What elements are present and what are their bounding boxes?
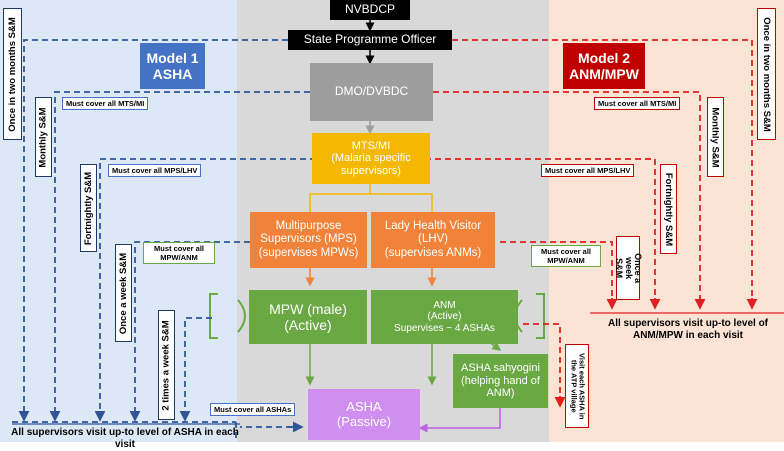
left-freq-fortnightly: Fortnightly S&M [80,164,97,252]
lhv-label-2: (LHV) [417,233,449,246]
right-freq-weekly-stack: Once a week S&M [614,252,644,284]
sahyogini-label-2: (helping hand of [461,374,540,387]
lhv-node: Lady Health Visitor (LHV) (supervises AN… [371,212,495,268]
asha-label-1: ASHA [346,398,382,414]
anm-label-3: Supervises ~ 4 ASHAs [394,322,495,334]
nvbdcp-node: NVBDCP [330,0,410,20]
mts-label-3: supervisors) [341,164,401,177]
left-note-mpw: Must cover all MPW/ANM [143,242,215,264]
asha-sahyogini-node: ASHA sahyogini (helping hand of ANM) [453,354,548,408]
left-note-asha: Must cover all ASHAs [210,403,296,416]
mpw-label-1: MPW (male) [269,300,347,317]
left-freq-two-months: Once in two months S&M [3,8,22,140]
right-freq-visit-asha: Visit each ASHA in the ATP village [565,344,589,428]
left-freq-twice-week-text: 2 times a week S&M [161,319,173,411]
left-freq-twice-week: 2 times a week S&M [158,310,175,420]
dmo-node: DMO/DVBDC [310,63,433,121]
asha-node: ASHA (Passive) [308,389,420,440]
left-footer-text: All supervisors visit up-to level of ASH… [11,427,239,450]
lhv-label-3: (supervises ANMs) [384,246,482,259]
right-freq-two-months: Once in two months S&M [757,8,776,140]
nvbdcp-label: NVBDCP [344,2,395,17]
right-footer: All supervisors visit up-to level of ANM… [592,318,784,342]
right-note-mpw-text-1: Must cover all [540,247,592,256]
mpw-node: MPW (male) (Active) [249,290,367,344]
mts-label-1: MTS/MI [351,139,391,152]
sahyogini-label-3: ANM) [486,387,515,400]
right-freq-weekly-text-2: week [623,256,634,280]
model2-label-2: ANM/MPW [569,66,639,82]
left-note-mps-text: Must cover all MPS/LHV [112,166,198,175]
left-freq-weekly: Once a week S&M [115,244,132,342]
right-note-mps: Must cover all MPS/LHV [541,164,635,177]
mps-label-3: (supervises MPWs) [258,246,359,259]
right-footer-text-2: ANM/MPW in each visit [632,330,743,341]
left-note-mps: Must cover all MPS/LHV [108,164,202,177]
left-footer: All supervisors visit up-to level of ASH… [0,427,250,451]
mps-label-2: Supervisors (MPS) [260,233,357,246]
left-freq-two-months-text: Once in two months S&M [7,16,18,132]
sahyogini-label-1: ASHA sahyogini [461,362,540,375]
right-footer-text-1: All supervisors visit up-to level of [607,318,769,329]
right-freq-monthly-text: Monthly S&M [710,106,722,168]
lhv-label-1: Lady Health Visitor [384,220,482,233]
right-note-mpw: Must cover all MPW/ANM [531,245,601,267]
right-freq-fortnightly: Fortnightly S&M [660,164,677,254]
left-note-mpw-text-1: Must cover all [153,244,205,253]
spo-label: State Programme Officer [303,32,437,47]
left-note-mts-text: Must cover all MTS/MI [66,99,145,108]
model1-label-2: ASHA [152,66,193,82]
left-freq-fortnightly-text: Fortnightly S&M [83,171,95,245]
model1-title: Model 1 ASHA [140,43,205,89]
anm-node: ANM (Active) Supervises ~ 4 ASHAs [371,290,518,344]
left-freq-monthly: Monthly S&M [35,97,52,177]
mts-node: MTS/MI (Malaria specific supervisors) [312,133,430,184]
right-freq-monthly: Monthly S&M [707,97,724,177]
right-freq-weekly-text-3: S&M [614,257,625,278]
right-freq-fortnightly-text: Fortnightly S&M [663,172,675,246]
mts-label-2: (Malaria specific [331,152,411,165]
left-freq-weekly-text: Once a week S&M [118,252,129,334]
mps-node: Multipurpose Supervisors (MPS) (supervis… [250,212,367,268]
right-note-mts-text: Must cover all MTS/MI [598,99,677,108]
right-note-mps-text: Must cover all MPS/LHV [545,166,631,175]
model1-label-1: Model 1 [146,49,199,66]
left-note-mts: Must cover all MTS/MI [62,97,149,110]
model2-label-1: Model 2 [577,49,631,66]
right-note-mpw-text-2: MPW/ANM [547,256,585,265]
right-freq-visit-text-2: the ATP village [569,359,579,413]
anm-label-1: ANM [433,299,456,311]
right-freq-visit-stack: Visit each ASHA in the ATP village [569,353,586,419]
right-freq-two-months-text: Once in two months S&M [761,16,772,132]
anm-label-2: (Active) [427,311,462,323]
asha-label-2: (Passive) [336,413,392,429]
mpw-label-2: (Active) [284,317,332,333]
right-note-mts: Must cover all MTS/MI [594,97,681,110]
left-freq-monthly-text: Monthly S&M [38,106,50,168]
mps-label-1: Multipurpose [275,220,342,233]
model2-title: Model 2 ANM/MPW [563,43,645,89]
right-freq-visit-text-1: Visit each ASHA in [577,352,587,420]
left-note-mpw-text-2: MPW/ANM [160,253,198,262]
left-note-asha-text: Must cover all ASHAs [214,405,292,414]
dmo-label: DMO/DVBDC [334,84,409,99]
right-freq-weekly: Once a week S&M [614,236,644,300]
state-programme-officer-node: State Programme Officer [288,30,452,50]
right-freq-weekly-text-1: Once a [633,252,644,284]
